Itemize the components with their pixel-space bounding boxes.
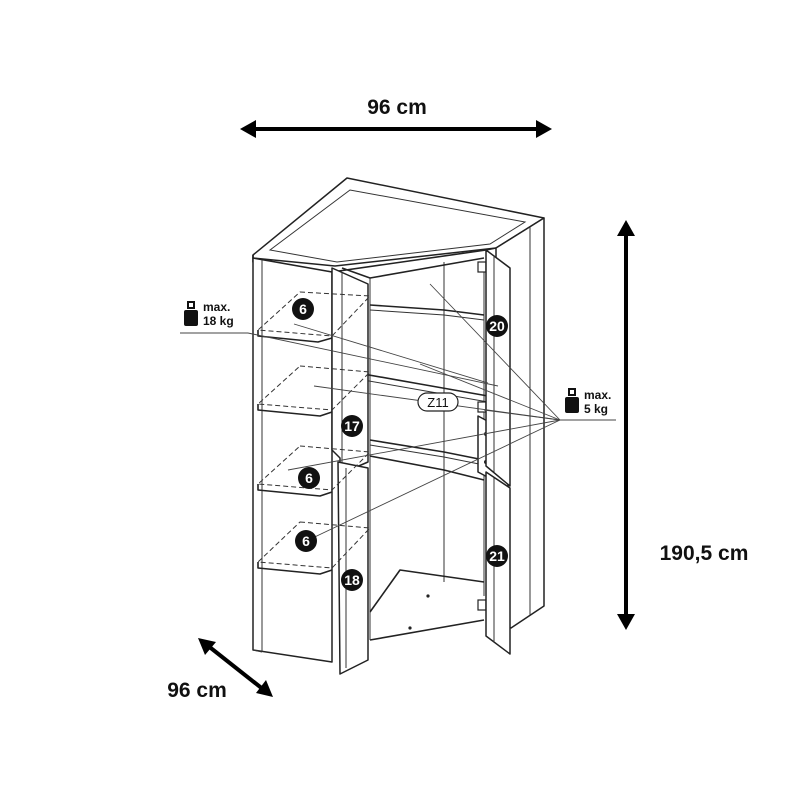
badge-glass-shelf-c: 6 (295, 530, 317, 552)
part-number: 18 (344, 572, 360, 588)
glass-shelf-3 (256, 445, 372, 497)
part-number: 6 (305, 470, 313, 486)
badge-glass-shelf-b: 6 (298, 467, 320, 489)
weight-callout-left: max. 18 kg (184, 300, 234, 328)
glass-shelf-4 (256, 521, 372, 575)
weight-limit-line2: 18 kg (203, 314, 234, 328)
weight-icon (184, 301, 198, 326)
weight-icon (565, 388, 579, 413)
width-label: 96 cm (367, 96, 427, 119)
weight-limit-line1: max. (584, 388, 611, 402)
height-dimension: 190,5 cm (617, 220, 748, 630)
badge-left-door-top: 17 (341, 415, 363, 437)
depth-dimension: 96 cm (167, 638, 273, 702)
part-number: 6 (302, 533, 310, 549)
left-door-upper (331, 267, 369, 475)
fitting-tag: Z11 (417, 392, 459, 412)
part-number: 20 (489, 318, 505, 334)
badge-right-door-top: 20 (486, 315, 508, 337)
badge-glass-shelf-a: 6 (292, 298, 314, 320)
fitting-label: Z11 (427, 395, 448, 410)
part-number: 17 (344, 418, 360, 434)
leader-lines (180, 283, 616, 545)
glass-shelf-2 (256, 365, 372, 417)
badge-right-door-bottom: 21 (486, 545, 508, 567)
right-door-upper (485, 249, 511, 487)
left-door-lower (337, 461, 369, 675)
width-dimension: 96 cm (240, 96, 552, 138)
weight-callout-right: max. 5 kg (565, 388, 611, 416)
part-number: 21 (489, 548, 505, 564)
depth-arrow-icon (205, 643, 266, 692)
glass-shelf-1 (256, 291, 372, 343)
part-number: 6 (299, 301, 307, 317)
weight-limit-line2: 5 kg (584, 402, 608, 416)
depth-label: 96 cm (167, 679, 227, 702)
height-label: 190,5 cm (660, 542, 749, 565)
weight-limit-line1: max. (203, 300, 230, 314)
badge-left-door-bottom: 18 (341, 569, 363, 591)
